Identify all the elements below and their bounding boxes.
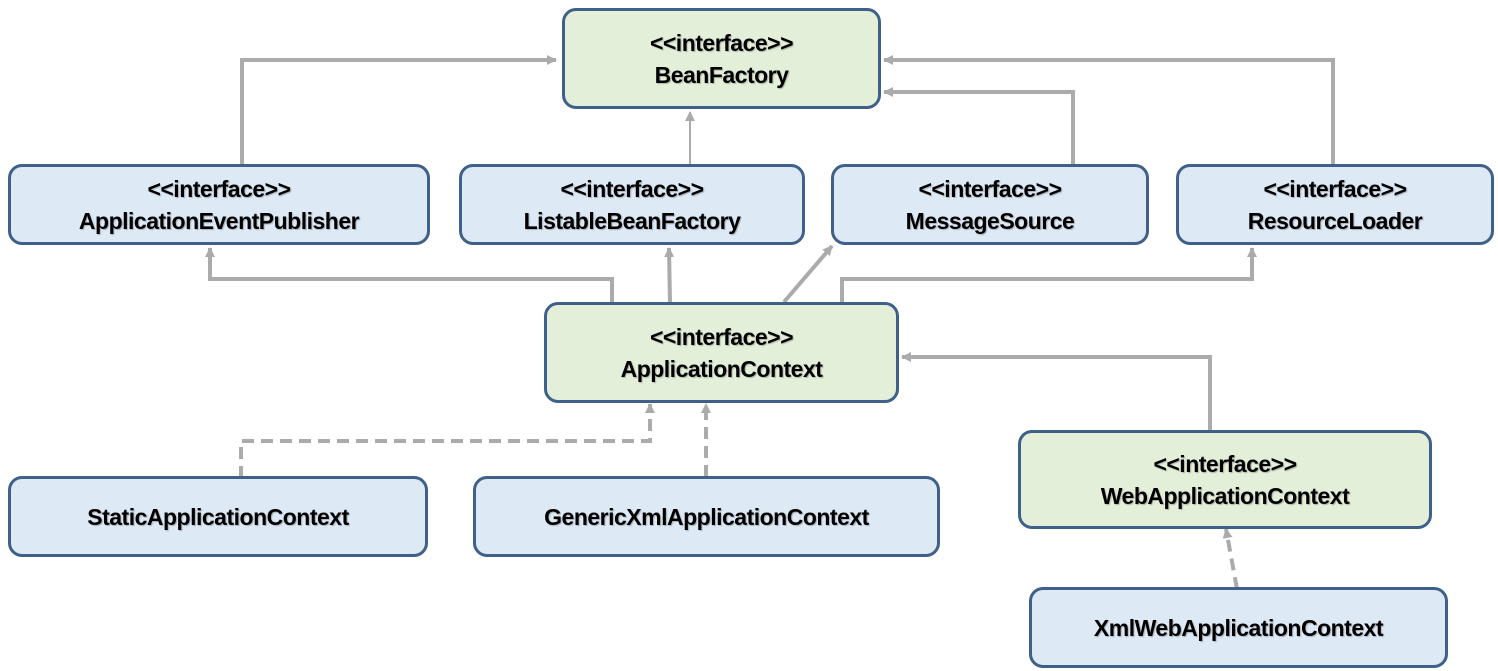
class-name: ApplicationContext [620, 355, 823, 382]
node-generic-xml-application-context: GenericXmlApplicationContext [473, 476, 940, 557]
stereotype-label: <<interface>> [1263, 175, 1407, 202]
edge-webapplicationcontext-applicationcontext [901, 352, 1212, 433]
class-name: WebApplicationContext [1100, 482, 1350, 509]
node-static-application-context: StaticApplicationContext [8, 476, 428, 557]
class-name: XmlWebApplicationContext [1093, 614, 1384, 641]
stereotype-label: <<interface>> [1153, 450, 1297, 477]
node-application-event-publisher: <<interface>> ApplicationEventPublisher [8, 164, 430, 245]
stereotype-label: <<interface>> [147, 175, 291, 202]
edge-resourceloader-beanfactory [883, 55, 1335, 166]
class-name: ResourceLoader [1247, 207, 1423, 234]
edge-applicationeventpublisher-beanfactory [240, 55, 557, 166]
class-name: ApplicationEventPublisher [78, 207, 360, 234]
edge-applicationcontext-resourceloader [840, 247, 1257, 304]
class-name: BeanFactory [654, 61, 789, 88]
stereotype-label: <<interface>> [918, 175, 1062, 202]
edge-staticapplicationcontext-applicationcontext [239, 403, 655, 478]
class-name: GenericXmlApplicationContext [544, 503, 869, 530]
edge-applicationcontext-listablebeanfactory [664, 247, 675, 305]
node-bean-factory: <<interface>> BeanFactory [562, 8, 881, 109]
node-application-context: <<interface>> ApplicationContext [544, 302, 899, 403]
edge-applicationcontext-messagesource [782, 244, 834, 304]
node-listable-bean-factory: <<interface>> ListableBeanFactory [459, 164, 805, 245]
edge-applicationcontext-applicationeventpublisher [205, 247, 614, 304]
node-message-source: <<interface>> MessageSource [831, 164, 1149, 245]
class-name: MessageSource [905, 207, 1075, 234]
edge-messagesource-beanfactory [883, 87, 1075, 166]
stereotype-label: <<interface>> [649, 29, 794, 56]
class-name: ListableBeanFactory [523, 207, 741, 234]
stereotype-label: <<interface>> [560, 175, 704, 202]
class-name: StaticApplicationContext [87, 503, 349, 530]
node-resource-loader: <<interface>> ResourceLoader [1176, 164, 1494, 245]
stereotype-label: <<interface>> [649, 323, 794, 350]
node-xml-web-application-context: XmlWebApplicationContext [1029, 587, 1448, 668]
edge-xmlwebapplicationcontext-webapplicationcontext [1222, 528, 1239, 590]
node-web-application-context: <<interface>> WebApplicationContext [1018, 430, 1432, 529]
